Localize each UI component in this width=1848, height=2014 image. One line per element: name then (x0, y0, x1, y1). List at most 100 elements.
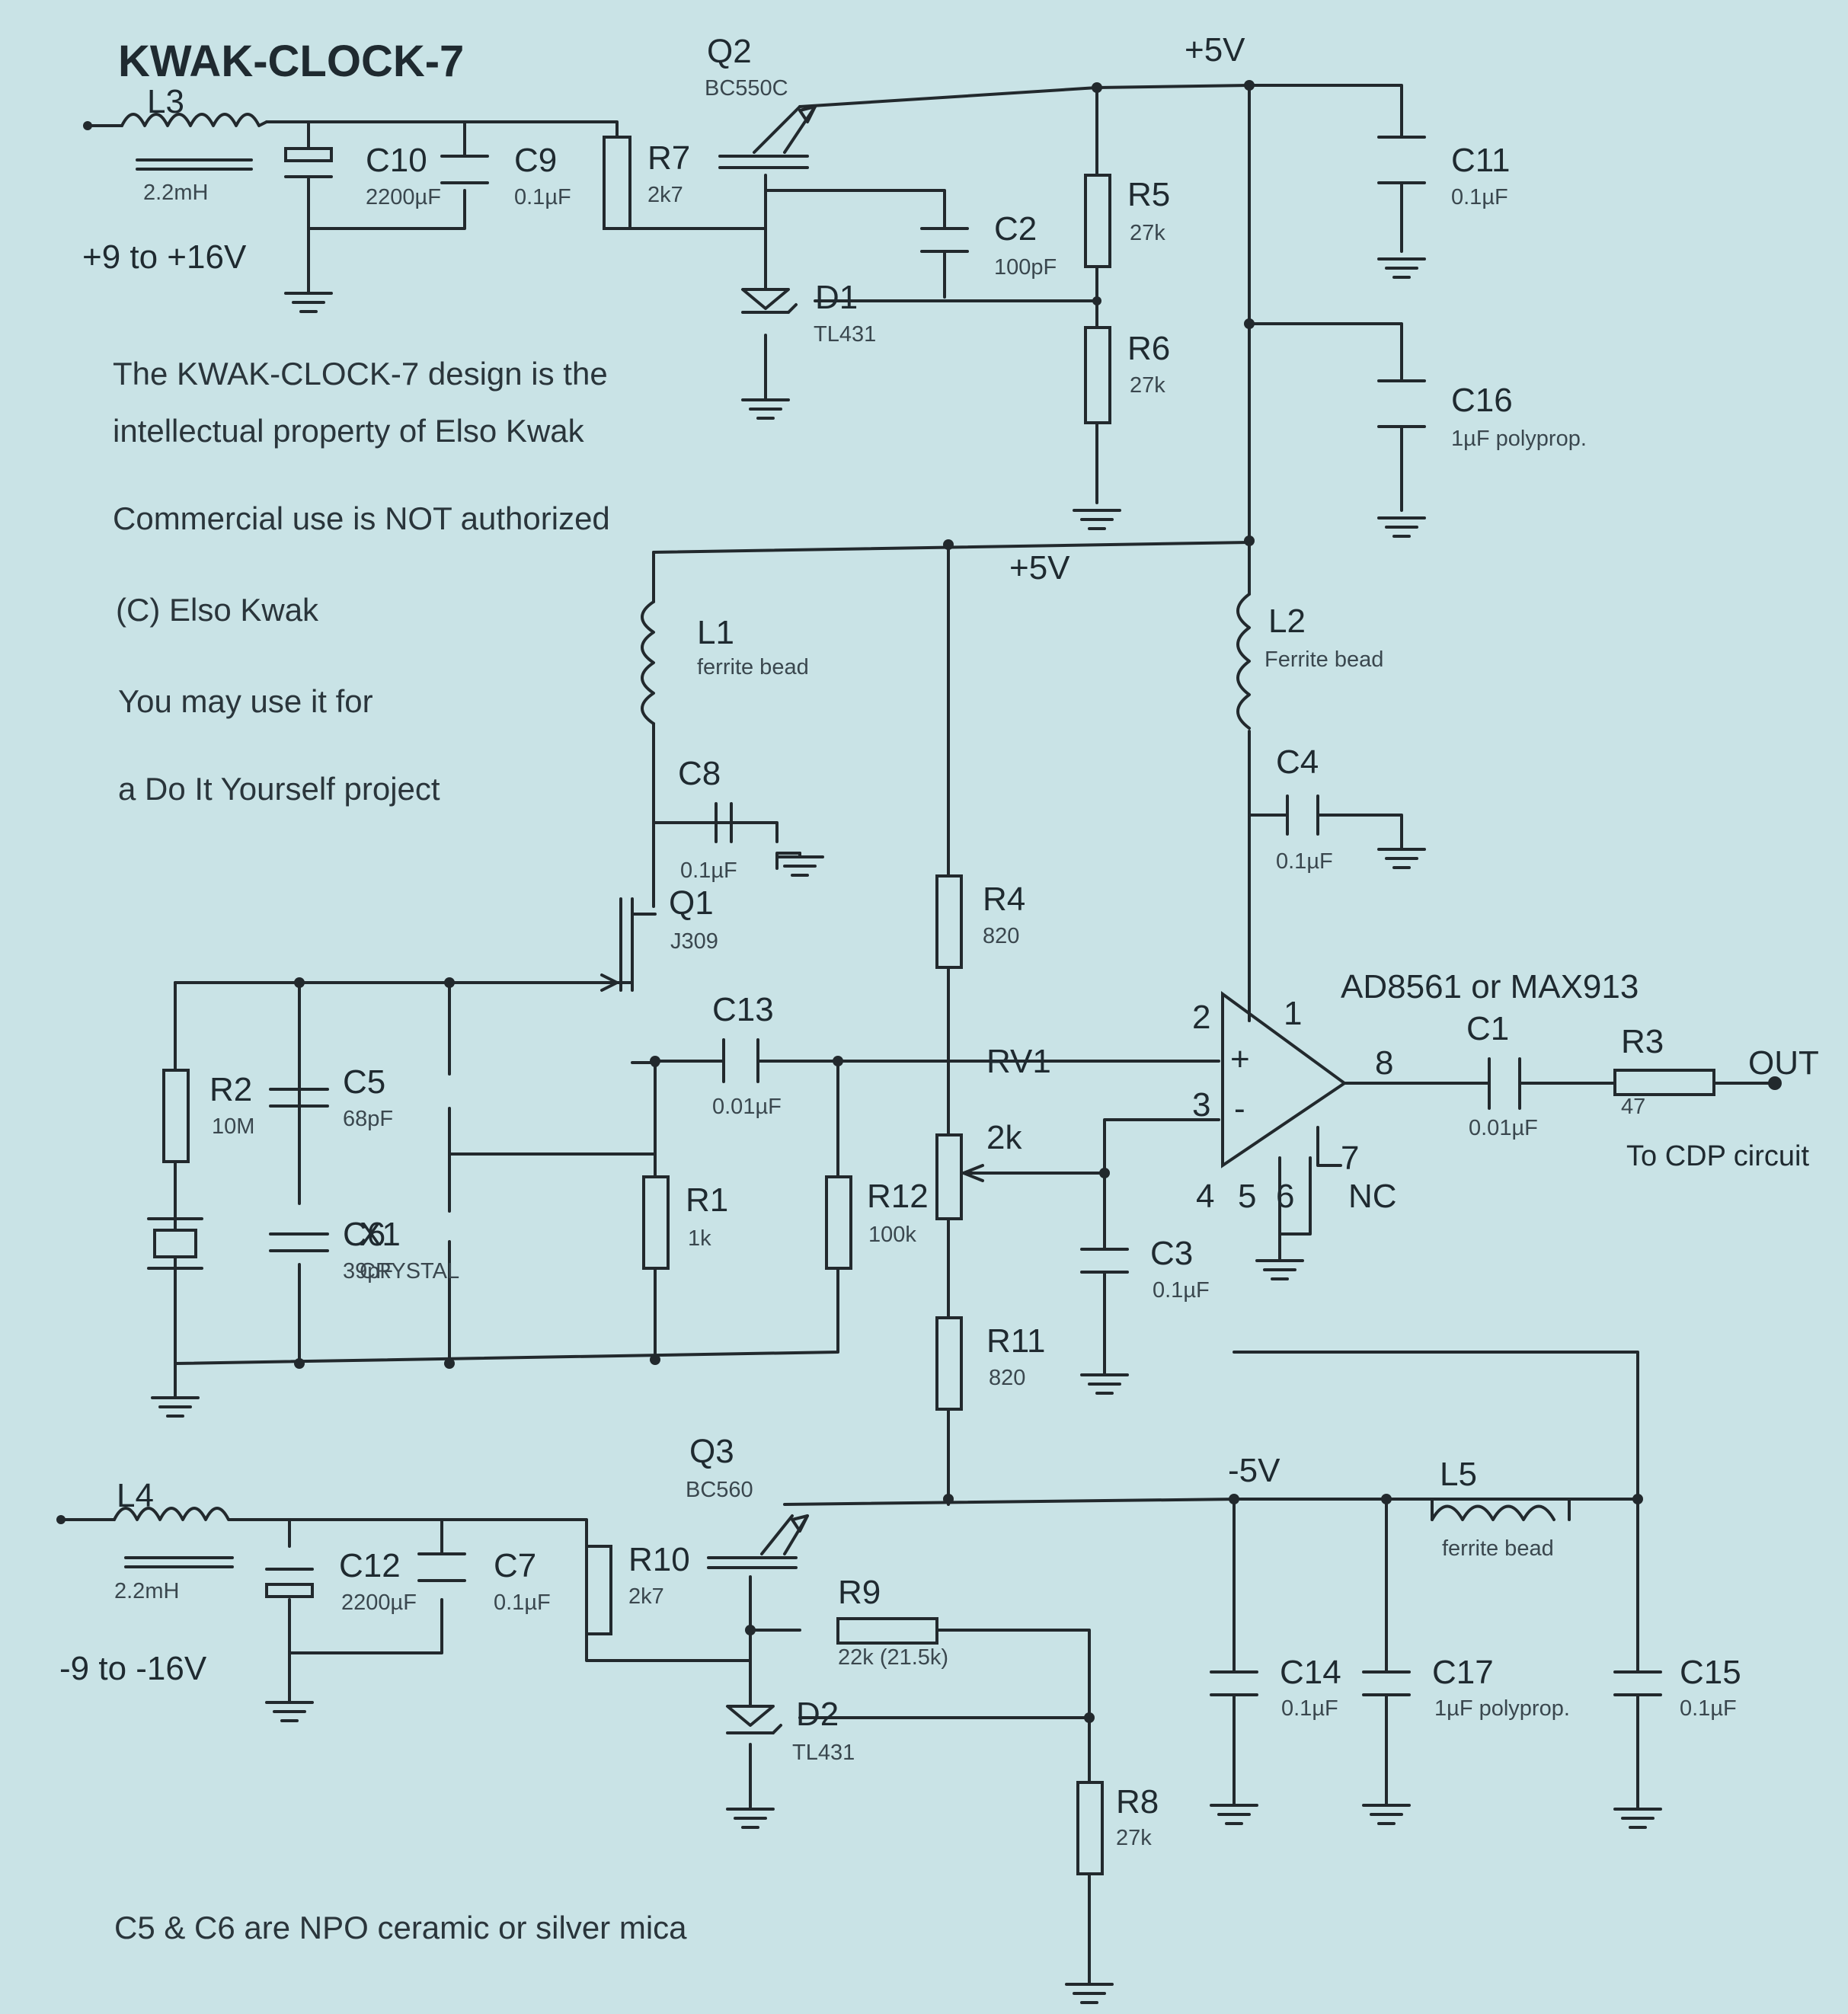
note-line-1: The KWAK-CLOCK-7 design is the (113, 356, 608, 392)
ref-l3: L3 (147, 83, 184, 120)
ref-c15: C15 (1680, 1654, 1741, 1691)
ref-r10: R10 (628, 1541, 690, 1578)
ref-d1: D1 (815, 279, 858, 316)
capacitor-c1-symbol (1488, 1057, 1521, 1110)
output-label: OUT (1748, 1044, 1819, 1082)
value-x1: CRYSTAL (360, 1259, 459, 1284)
value-r9: 22k (21.5k) (838, 1645, 948, 1670)
ref-r4: R4 (983, 881, 1025, 918)
supply-label-pos: +9 to +16V (82, 238, 247, 276)
ref-c13: C13 (712, 991, 774, 1028)
opamp-pin6: 6 (1276, 1178, 1294, 1215)
capacitor-c15-symbol (1613, 1670, 1662, 1696)
jfet-q1-symbol (577, 897, 634, 992)
resistor-r9-symbol (836, 1617, 938, 1645)
opamp-pin3: 3 (1192, 1086, 1210, 1124)
opamp-name: AD8561 or MAX913 (1341, 968, 1639, 1005)
opamp-pin4: 4 (1196, 1178, 1214, 1215)
capacitor-c10-symbol (284, 147, 333, 162)
value-c3: 0.1µF (1153, 1278, 1210, 1303)
value-c2: 100pF (994, 255, 1057, 280)
value-r7: 2k7 (647, 183, 683, 207)
value-r10: 2k7 (628, 1584, 664, 1609)
inductor-l1-symbol (641, 600, 655, 725)
ref-r11: R11 (986, 1322, 1045, 1360)
rail-label-neg: -5V (1228, 1452, 1280, 1489)
ref-q1: Q1 (669, 884, 714, 922)
value-c5: 68pF (343, 1107, 393, 1131)
ref-r3: R3 (1621, 1023, 1664, 1060)
resistor-r8-symbol (1076, 1781, 1104, 1875)
value-l3: 2.2mH (143, 181, 208, 205)
crystal-x1-symbol (147, 1217, 203, 1270)
resistor-r2-symbol (162, 1069, 190, 1163)
opamp-minus: - (1234, 1090, 1245, 1127)
inductor-l5-symbol (1431, 1504, 1555, 1521)
value-r4: 820 (983, 924, 1019, 948)
ref-l5: L5 (1440, 1456, 1477, 1493)
note-line-5: You may use it for (118, 683, 373, 719)
ref-c4: C4 (1276, 743, 1319, 781)
resistor-r4-symbol (935, 874, 963, 969)
output-destination: To CDP circuit (1626, 1140, 1809, 1172)
resistor-r11-symbol (935, 1316, 963, 1411)
capacitor-c14-symbol (1210, 1670, 1258, 1696)
value-c14: 0.1µF (1281, 1696, 1338, 1721)
value-c16: 1µF polyprop. (1451, 427, 1587, 451)
ref-l1: L1 (697, 614, 734, 651)
ref-r12: R12 (867, 1178, 929, 1215)
ground-symbols (151, 257, 1662, 2004)
resistor-r10-symbol (585, 1545, 612, 1635)
ref-q2: Q2 (707, 33, 752, 70)
value-r2: 10M (212, 1114, 254, 1139)
note-line-4: (C) Elso Kwak (116, 592, 319, 628)
ref-l2: L2 (1268, 603, 1306, 640)
capacitor-c9-symbol (440, 155, 489, 184)
opamp-pin5: 5 (1238, 1178, 1256, 1215)
ref-r8: R8 (1116, 1783, 1159, 1821)
value-c7: 0.1µF (494, 1590, 551, 1615)
resistor-r1-symbol (642, 1175, 670, 1270)
value-l5: ferrite bead (1442, 1536, 1554, 1561)
diode-d1-symbol (741, 288, 798, 314)
ref-c16: C16 (1451, 382, 1513, 419)
opamp-pin2: 2 (1192, 999, 1210, 1036)
resistor-r12-symbol (825, 1175, 852, 1270)
value-c13: 0.01µF (712, 1095, 782, 1119)
capacitor-c7-symbol (417, 1552, 466, 1582)
ref-c11: C11 (1451, 142, 1510, 179)
note-line-2: intellectual property of Elso Kwak (113, 413, 585, 449)
capacitor-c12-symbol (265, 1583, 314, 1598)
ref-r2: R2 (209, 1071, 252, 1108)
ref-c1: C1 (1466, 1010, 1509, 1047)
ref-c9: C9 (514, 142, 557, 179)
value-r11: 820 (989, 1366, 1025, 1390)
value-c15: 0.1µF (1680, 1696, 1737, 1721)
supply-label-neg: -9 to -16V (59, 1650, 207, 1687)
ref-c3: C3 (1150, 1235, 1193, 1272)
capacitor-c8-symbol (715, 802, 733, 843)
ref-l4: L4 (117, 1477, 154, 1514)
inductor-l4-symbol (113, 1507, 234, 1521)
capacitor-c16-symbol (1377, 379, 1426, 428)
capacitor-c2-symbol (920, 227, 969, 253)
rail-label-pos-mid: +5V (1009, 549, 1070, 587)
resistor-r5-symbol (1084, 174, 1111, 268)
ref-c17: C17 (1432, 1654, 1494, 1691)
note-line-6: a Do It Yourself project (118, 771, 440, 807)
ref-c12: C12 (339, 1547, 401, 1584)
ref-r1: R1 (686, 1181, 728, 1219)
value-r8: 27k (1116, 1826, 1152, 1850)
rail-label-pos-top: +5V (1185, 31, 1245, 69)
value-r3: 47 (1621, 1095, 1645, 1119)
value-r1: 1k (688, 1226, 711, 1251)
opamp-nc-label: NC (1348, 1178, 1397, 1215)
schematic-title: KWAK-CLOCK-7 (118, 37, 464, 86)
ref-c5: C5 (343, 1063, 385, 1101)
ref-c14: C14 (1280, 1654, 1341, 1691)
value-c17: 1µF polyprop. (1434, 1696, 1570, 1721)
inductor-l2-symbol (1236, 593, 1251, 730)
ref-c7: C7 (494, 1547, 536, 1584)
ref-x1: X1 (360, 1216, 401, 1253)
ref-r7: R7 (647, 139, 690, 177)
